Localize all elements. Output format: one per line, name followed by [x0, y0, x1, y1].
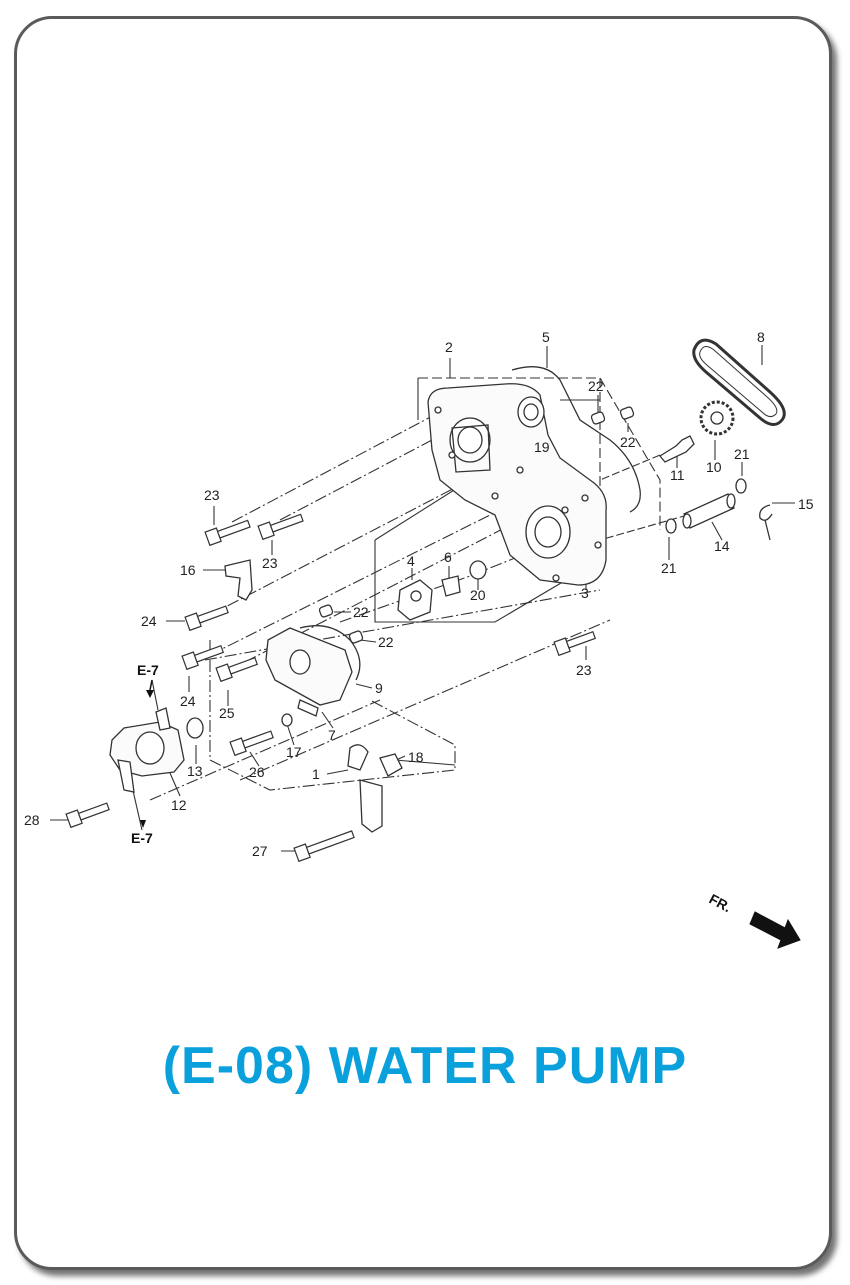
callout-1: 1	[312, 766, 320, 782]
callout-23-c: 23	[576, 662, 592, 678]
callout-9: 9	[375, 680, 383, 696]
callout-22-c: 22	[353, 604, 369, 620]
callout-18: 18	[408, 749, 424, 765]
front-direction-arrow: FR.	[707, 891, 801, 949]
callout-5: 5	[542, 329, 550, 345]
callout-20: 20	[470, 587, 486, 603]
front-direction-label: FR.	[707, 891, 734, 916]
callout-15: 15	[798, 496, 814, 512]
callout-22-a: 22	[588, 378, 604, 394]
callout-17: 17	[286, 744, 302, 760]
callout-21-bottom: 21	[661, 560, 677, 576]
callout-14: 14	[714, 538, 730, 554]
page-title: (E-08) WATER PUMP	[162, 1037, 688, 1095]
callout-10: 10	[706, 459, 722, 475]
callout-27: 27	[252, 843, 268, 859]
callout-22-d: 22	[378, 634, 394, 650]
callout-13: 13	[187, 763, 203, 779]
callout-12: 12	[171, 797, 187, 813]
reference-marks: E-7 E-7	[131, 662, 159, 846]
bolt-shapes	[65, 513, 597, 863]
callout-6: 6	[444, 549, 452, 565]
arrow-icon	[749, 911, 801, 949]
callout-4: 4	[407, 553, 415, 569]
callout-22-b: 22	[620, 434, 636, 450]
callout-8: 8	[757, 329, 765, 345]
diagram-card	[14, 16, 832, 1270]
callout-19: 19	[534, 439, 550, 455]
callout-7: 7	[328, 727, 336, 743]
callout-23-a: 23	[204, 487, 220, 503]
callout-2: 2	[445, 339, 453, 355]
reference-e7-top: E-7	[137, 662, 159, 678]
callout-numbers: 1 2 3 4 5 6 7 8 9 10 11 12 13 14 15 16 1…	[24, 329, 814, 859]
callout-16: 16	[180, 562, 196, 578]
callout-26: 26	[249, 764, 265, 780]
reference-e7-bottom: E-7	[131, 830, 153, 846]
callout-3: 3	[581, 585, 589, 601]
callout-28: 28	[24, 812, 40, 828]
callout-24-a: 24	[141, 613, 157, 629]
callout-24-b: 24	[180, 693, 196, 709]
callout-21-top: 21	[734, 446, 750, 462]
callout-23-b: 23	[262, 555, 278, 571]
callout-11: 11	[670, 467, 685, 483]
callout-25: 25	[219, 705, 235, 721]
part-shapes	[109, 338, 786, 833]
